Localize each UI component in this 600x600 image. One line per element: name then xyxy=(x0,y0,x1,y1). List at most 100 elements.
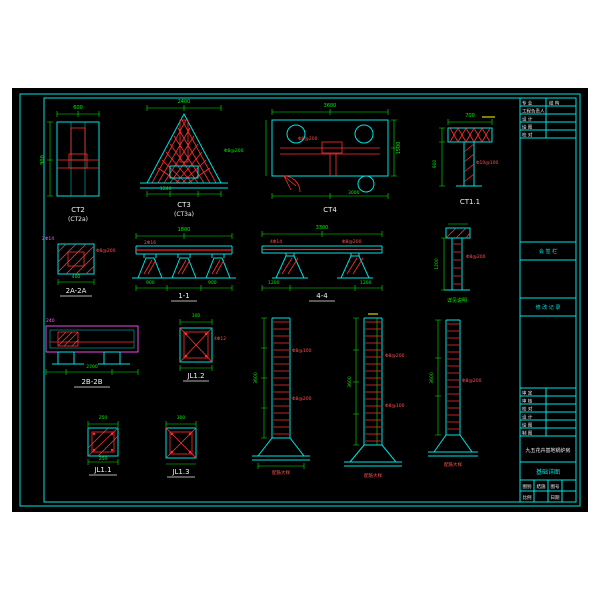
label-ct3-sub: (CT3a) xyxy=(174,211,194,218)
detail-column-2: 3600 Φ8@200 Φ8@100 配筋大样 xyxy=(344,313,405,479)
detail-ct2: 600 900 CT2 (CT2a) xyxy=(40,105,100,223)
dim-text: 3600 xyxy=(253,372,259,384)
corner-fan xyxy=(283,175,301,193)
detail-1-1: 1800 2Φ16 900 900 1-1 xyxy=(132,227,236,302)
hatch xyxy=(87,427,119,457)
dim-text: 1200 xyxy=(434,258,440,270)
hatch xyxy=(57,243,95,275)
label-jl12: JL1.2 xyxy=(186,372,204,380)
rebar-text: 2Φ14 xyxy=(42,236,54,242)
stirrups xyxy=(273,321,289,435)
dim-text: 2700 xyxy=(86,364,98,370)
dim-text: 3300 xyxy=(316,225,329,231)
rebar-text: Φ10@100 xyxy=(476,160,498,166)
detail-ct11: 700 900 Φ10@100 CT1.1 xyxy=(432,113,498,206)
rebar-text: Φ8@200 xyxy=(385,353,405,359)
tb-mid-label: 会 签 栏 xyxy=(539,248,557,255)
dim-text: 1500 xyxy=(396,142,402,155)
dim-text: 3000 xyxy=(348,190,360,196)
label-ct3: CT3 xyxy=(177,201,191,209)
dim-text: 3600 xyxy=(429,372,435,384)
tb-row-value: 结 构 xyxy=(549,100,560,107)
detail-column-3: 3600 Φ8@200 配筋大样 xyxy=(428,319,482,468)
rebar-text: Φ8@200 xyxy=(298,136,318,142)
tb-row-label: 校 对 xyxy=(522,132,533,139)
rebar-text: Φ8@200 xyxy=(96,248,116,254)
rebar-text: Φ8@200 xyxy=(462,378,482,384)
tb-row-label: 工程负责人 xyxy=(522,108,545,115)
tb-project-name: 九五花卉基地锅炉房 xyxy=(525,447,570,454)
dim-text: 400 xyxy=(72,274,81,280)
rebar-text: Φ8@100 xyxy=(385,403,405,409)
dim-text: 600 xyxy=(73,105,83,111)
dim-text: 250 xyxy=(99,456,108,462)
dim-text: 300 xyxy=(177,415,186,421)
tb-row-label: 设 计 xyxy=(522,116,533,123)
detail-2a2a: 2Φ14 Φ8@200 400 2A-2A xyxy=(42,236,116,297)
detail-2b2b: 240 2700 2B-2B xyxy=(45,318,139,388)
label-4-4: 4-4 xyxy=(316,292,328,300)
tb-cell: 图号 xyxy=(551,484,560,490)
rebar-text: 4Φ12 xyxy=(214,336,226,342)
dim-text: 240 xyxy=(46,318,55,324)
detail-column-1: 3600 Φ8@100 Φ8@200 配筋大样 xyxy=(252,317,312,476)
tb-row-label: 审 定 xyxy=(522,390,533,397)
label-ct2: CT2 xyxy=(71,206,85,214)
rebar-text: 2Φ16 xyxy=(144,240,156,246)
dim-text: 900 xyxy=(208,280,217,286)
detail-jl13: 300 JL1.3 xyxy=(165,415,197,478)
label-ct2-sub: (CT2a) xyxy=(68,216,88,223)
rebar-text: Φ8@200 xyxy=(342,239,362,245)
label-ct4: CT4 xyxy=(323,206,337,214)
detail-4-4: 3300 4Φ14 Φ8@200 1200 1200 4-4 xyxy=(261,225,383,302)
hatch xyxy=(281,257,364,275)
dim-text: 3600 xyxy=(324,103,337,109)
tb-row-label: 制 图 xyxy=(522,430,533,437)
label-jl11: JL1.1 xyxy=(93,466,111,474)
note-text: 配筋大样 xyxy=(444,461,462,468)
dim-text: 900 xyxy=(40,155,46,165)
title-block: 专 业 结 构 工程负责人 设 计 绘 图 校 对 会 签 栏 修 改 记 录 … xyxy=(519,98,576,502)
tb-row-label: 审 核 xyxy=(522,398,533,405)
rebar-text: Φ8@200 xyxy=(466,254,486,260)
tb-row-label: 设 计 xyxy=(522,414,533,421)
dim-text: 1200 xyxy=(268,280,280,286)
dim-text: 300 xyxy=(192,313,201,319)
rebar-text: Φ8@200 xyxy=(292,396,312,402)
tb-drawing-title: 基础详图 xyxy=(536,468,560,476)
border-frame xyxy=(19,93,581,507)
dim-text: 1800 xyxy=(178,227,191,233)
note-text: 详见说明 xyxy=(447,297,467,304)
rebar-text: Φ8@100 xyxy=(292,348,312,354)
dim-text: 900 xyxy=(432,160,438,169)
dim-text: 1240 xyxy=(160,186,172,192)
dim-text: 1200 xyxy=(360,280,372,286)
detail-ct4: 3600 Φ8@200 1500 3000 CT4 xyxy=(265,103,402,214)
stirrups xyxy=(447,323,459,430)
tb-row-label: 专 业 xyxy=(522,100,533,107)
tb-cell: 结施 xyxy=(537,483,546,490)
label-2a2a: 2A-2A xyxy=(66,287,87,295)
hatch xyxy=(449,127,491,143)
detail-wall-section: 1200 Φ8@200 详见说明 xyxy=(434,223,486,304)
dim-text: 3600 xyxy=(347,376,353,388)
hatch xyxy=(143,259,225,275)
tb-row-label: 绘 图 xyxy=(522,124,533,131)
note-text: 配筋大样 xyxy=(364,472,382,479)
tb-cell: 日期 xyxy=(551,495,560,501)
detail-jl12: 300 4Φ12 JL1.2 xyxy=(179,313,226,382)
drawing-canvas xyxy=(12,88,588,512)
detail-jl11: 250 250 JL1.1 xyxy=(87,415,119,476)
dim-text: 700 xyxy=(465,113,475,119)
rebar-text: 4Φ14 xyxy=(270,239,282,245)
tb-row-label: 绘 图 xyxy=(522,422,533,429)
tb-mid-label: 修 改 记 录 xyxy=(536,304,561,311)
tb-cell: 图别 xyxy=(523,483,532,490)
label-1-1: 1-1 xyxy=(178,292,189,300)
dim-text: 2400 xyxy=(178,99,191,105)
hatch xyxy=(151,119,217,184)
label-ct11: CT1.1 xyxy=(460,198,480,206)
note-text: 配筋大样 xyxy=(272,469,290,476)
